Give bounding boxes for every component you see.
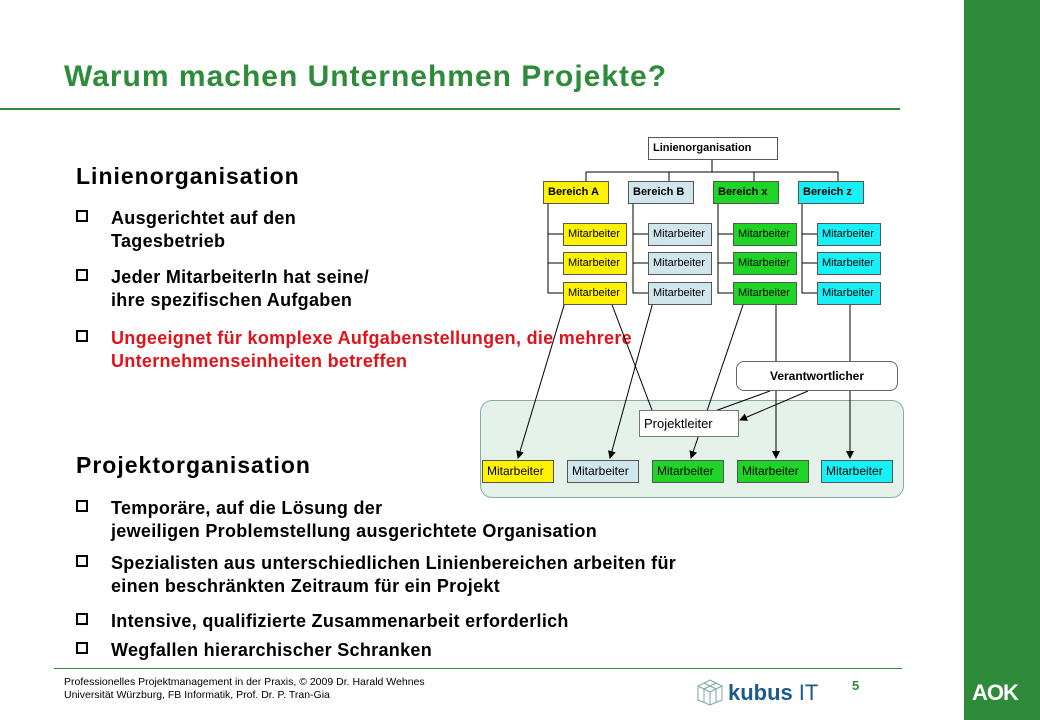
footer-line: Professionelles Projektmanagement in der… <box>64 676 425 688</box>
checkbox-bullet-icon <box>76 555 88 567</box>
mitarbeiter-node: Mitarbeiter <box>648 282 712 305</box>
projektleiter-node: Projektleiter <box>639 410 739 437</box>
project-mitarbeiter-node: Mitarbeiter <box>652 460 724 483</box>
bereich-node: Bereich B <box>628 181 694 204</box>
kubus-logo-suffix: IT <box>798 680 819 705</box>
cube-grid-icon <box>697 679 723 706</box>
bullet-text: Intensive, qualifizierte Zusammenarbeit … <box>111 611 569 631</box>
warning-text: Ungeeignet für komplexe Aufgabenstellung… <box>111 328 632 371</box>
mitarbeiter-node: Mitarbeiter <box>563 282 627 305</box>
mitarbeiter-node: Mitarbeiter <box>563 223 627 246</box>
checkbox-bullet-icon <box>76 330 88 342</box>
project-mitarbeiter-node: Mitarbeiter <box>821 460 893 483</box>
project-mitarbeiter-node: Mitarbeiter <box>567 460 639 483</box>
bullet-item: Spezialisten aus unterschiedlichen Linie… <box>76 552 676 598</box>
mitarbeiter-node: Mitarbeiter <box>817 252 881 275</box>
section-heading-projekt: Projektorganisation <box>76 452 311 478</box>
bullet-item: Jeder MitarbeiterIn hat seine/ ihre spez… <box>76 266 369 312</box>
mitarbeiter-node: Mitarbeiter <box>733 282 797 305</box>
mitarbeiter-node: Mitarbeiter <box>733 252 797 275</box>
bullet-text: Jeder MitarbeiterIn hat seine/ ihre spez… <box>111 267 370 310</box>
aok-brand-bar <box>964 0 1040 720</box>
checkbox-bullet-icon <box>76 613 88 625</box>
bullet-text: Ausgerichtet auf den Tagesbetrieb <box>111 208 297 251</box>
mitarbeiter-node: Mitarbeiter <box>733 223 797 246</box>
bullet-text: Wegfallen hierarchischer Schranken <box>111 640 432 660</box>
mitarbeiter-node: Mitarbeiter <box>648 252 712 275</box>
checkbox-bullet-icon <box>76 642 88 654</box>
checkbox-bullet-icon <box>76 500 88 512</box>
mitarbeiter-node: Mitarbeiter <box>817 282 881 305</box>
footer-divider <box>54 668 902 669</box>
verantwortlicher-callout: Verantwortlicher <box>736 361 898 391</box>
bullet-item: Temporäre, auf die Lösung der jeweiligen… <box>76 497 597 543</box>
project-mitarbeiter-node: Mitarbeiter <box>482 460 554 483</box>
kubus-logo-main: kubus <box>728 680 793 705</box>
bereich-node: Bereich x <box>713 181 779 204</box>
page-title: Warum machen Unternehmen Projekte? <box>64 60 668 93</box>
title-divider <box>0 108 900 110</box>
org-chart-connectors <box>516 160 854 459</box>
bullet-item: Ausgerichtet auf den Tagesbetrieb <box>76 207 296 253</box>
bullet-item: Intensive, qualifizierte Zusammenarbeit … <box>76 610 569 633</box>
footer-text: Professionelles Projektmanagement in der… <box>64 676 425 702</box>
bullet-text: Spezialisten aus unterschiedlichen Linie… <box>111 553 677 596</box>
page-number: 5 <box>852 678 860 693</box>
aok-logo: AOK <box>972 680 1019 705</box>
project-mitarbeiter-node: Mitarbeiter <box>737 460 809 483</box>
bullet-item-warning: Ungeeignet für komplexe Aufgabenstellung… <box>76 327 632 373</box>
bullet-text: Temporäre, auf die Lösung der jeweiligen… <box>111 498 598 541</box>
section-heading-linien: Linienorganisation <box>76 163 300 189</box>
bereich-node: Bereich z <box>798 181 864 204</box>
checkbox-bullet-icon <box>76 269 88 281</box>
mitarbeiter-node: Mitarbeiter <box>648 223 712 246</box>
mitarbeiter-node: Mitarbeiter <box>817 223 881 246</box>
bullet-item: Wegfallen hierarchischer Schranken <box>76 639 432 662</box>
org-root-node: Linienorganisation <box>648 137 778 160</box>
mitarbeiter-node: Mitarbeiter <box>563 252 627 275</box>
footer-line: Universität Würzburg, FB Informatik, Pro… <box>64 689 330 701</box>
bereich-node: Bereich A <box>543 181 609 204</box>
checkbox-bullet-icon <box>76 210 88 222</box>
